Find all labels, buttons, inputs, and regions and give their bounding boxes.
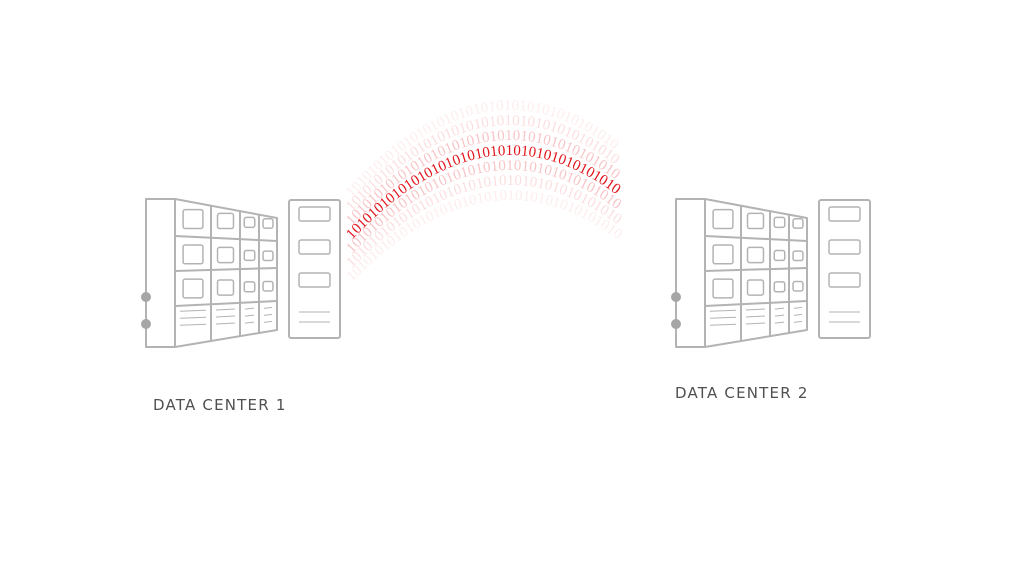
rack-shelf [174,300,278,307]
vent-line [179,323,207,326]
vent-line [263,313,273,316]
vent-line [745,322,766,325]
drive-bay-icon [746,279,765,296]
drive-bay-icon [712,244,734,265]
drive-bay-icon [792,280,804,292]
drive-bay-icon [182,244,204,265]
server-cabinet [288,199,341,339]
vent-line [793,313,803,316]
drive-bay-icon [712,208,734,230]
connector-dot [671,292,681,302]
vent-line [709,323,737,326]
rack-front [174,198,278,348]
data-center-1-label: DATA CENTER 1 [153,396,287,414]
drive-bay-icon [216,279,235,296]
drive-bay-icon [216,212,235,230]
data-center-1 [141,198,341,348]
drive-bay-icon [262,250,274,262]
rack-shelf [704,267,808,272]
vent-line [745,315,766,318]
cabinet-drive-icon [298,206,331,222]
drive-bay-icon [792,218,804,229]
drive-bay-icon [773,216,786,229]
vent-line [215,322,236,325]
rack-shelf [174,235,278,242]
drive-bay-icon [773,249,786,262]
connector-dot [671,319,681,329]
vent-line [774,321,785,324]
cabinet-drive-icon [828,206,861,222]
drive-bay-icon [792,250,804,262]
rack-shelf [174,267,278,272]
drive-bay-icon [182,278,204,299]
drive-bay-icon [712,278,734,299]
data-center-2 [671,198,871,348]
drive-bay-icon [746,212,765,230]
drive-bay-icon [182,208,204,230]
vent-line [263,320,273,323]
vent-line [709,309,737,312]
drive-bay-icon [262,218,274,229]
connector-dot [141,319,151,329]
vent-line [244,307,255,310]
vent-line [179,316,207,319]
cabinet-drive-icon [828,272,861,288]
vent-line [215,315,236,318]
rack-shelf [704,235,808,242]
cabinet-drive-icon [828,239,861,255]
vent-line [774,314,785,317]
vent-line [244,314,255,317]
vent-line [745,308,766,311]
drive-bay-icon [243,249,256,262]
vent-line [793,320,803,323]
drive-bay-icon [243,281,256,293]
cabinet-drive-icon [298,239,331,255]
server-cabinet [818,199,871,339]
data-center-2-label: DATA CENTER 2 [675,384,809,402]
connector-dot [141,292,151,302]
vent-line [709,316,737,319]
vent-line [179,309,207,312]
drive-bay-icon [262,280,274,292]
drive-bay-icon [243,216,256,229]
vent-line [793,306,803,309]
cabinet-drive-icon [298,272,331,288]
drive-bay-icon [773,281,786,293]
rack-shelf [704,300,808,307]
drive-bay-icon [216,246,235,264]
vent-line [215,308,236,311]
rack-front [704,198,808,348]
drive-bay-icon [746,246,765,264]
vent-line [774,307,785,310]
vent-line [244,321,255,324]
vent-line [263,306,273,309]
binary-data-stream-arc: 1010101010101010101010101010101010101010… [343,98,625,285]
